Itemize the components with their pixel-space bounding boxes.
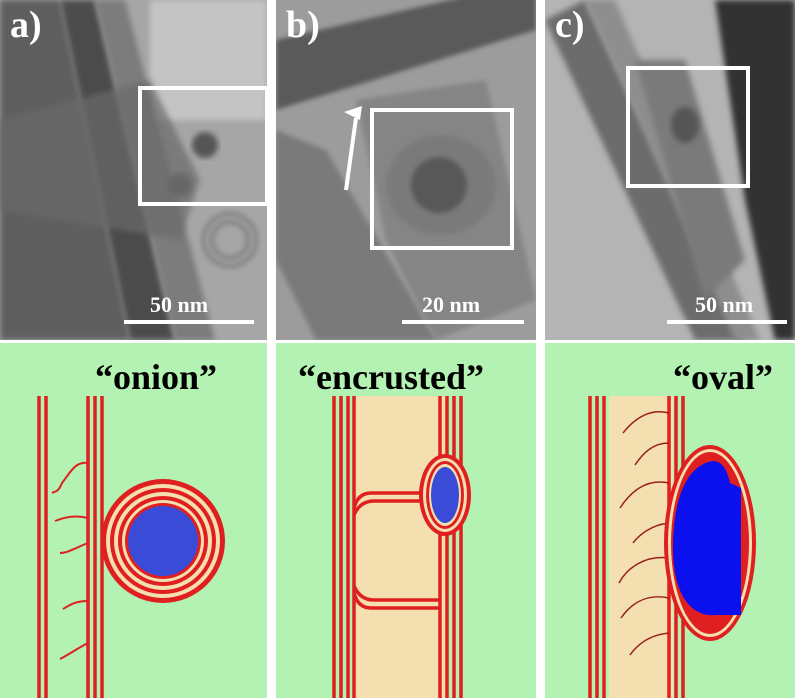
tem-image-b-graphic xyxy=(276,0,536,340)
highlight-box-b xyxy=(370,108,514,250)
tem-image-b: b) 20 nm xyxy=(276,0,536,340)
highlight-box-c xyxy=(626,66,750,188)
highlight-box-a xyxy=(138,86,267,206)
tem-image-a: a) 50 nm xyxy=(0,0,267,340)
schematic-oval-graphic xyxy=(588,396,756,698)
scale-bar-a xyxy=(124,320,254,324)
schematic-oval: “oval” xyxy=(545,343,795,698)
particle-encrusted xyxy=(431,467,459,523)
schematic-title-onion: “onion” xyxy=(95,357,218,397)
scale-label-c: 50 nm xyxy=(695,292,754,317)
schematic-encrusted-graphic xyxy=(332,396,471,698)
particle-oval xyxy=(673,461,741,616)
schematic-title-oval: “oval” xyxy=(673,357,774,397)
tem-image-c: c) 50 nm xyxy=(545,0,795,340)
scale-bar-c xyxy=(667,320,787,324)
panel-label-c: c) xyxy=(555,4,585,46)
tem-image-a-graphic xyxy=(0,0,267,340)
panel-label-b: b) xyxy=(286,4,320,46)
schematic-onion-graphic xyxy=(37,396,225,698)
schematic-encrusted: “encrusted” xyxy=(276,343,536,698)
tem-image-c-graphic xyxy=(545,0,795,340)
schematic-onion: “onion” xyxy=(0,343,267,698)
arrow-head xyxy=(344,106,362,120)
scale-label-a: 50 nm xyxy=(150,292,209,317)
schematic-title-encrusted: “encrusted” xyxy=(298,357,484,397)
scale-label-b: 20 nm xyxy=(422,292,481,317)
arrow-shaft xyxy=(344,117,358,191)
scale-bar-b xyxy=(402,320,524,324)
particle-onion xyxy=(128,506,198,576)
panel-label-a: a) xyxy=(10,4,42,46)
